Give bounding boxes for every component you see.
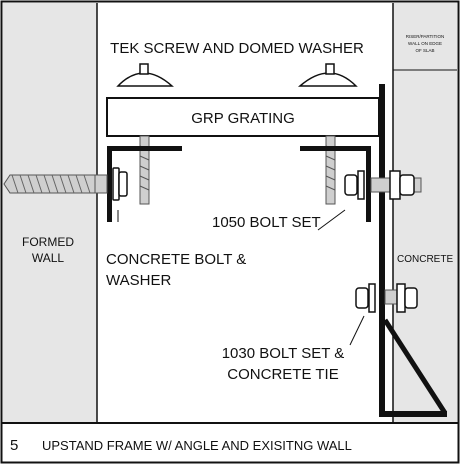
- label-riser-note-line2: WALL ON EDGE: [408, 41, 442, 46]
- label-riser-note-line3: OF SLAB: [415, 48, 434, 53]
- label-bolt-1030-line1: 1030 BOLT SET &: [222, 345, 345, 362]
- label-concrete-right: CONCRETE: [397, 254, 453, 265]
- label-bolt-1050: 1050 BOLT SET: [212, 214, 321, 231]
- grp-grating: [106, 97, 380, 137]
- left-steel-angle: [107, 146, 182, 222]
- leader-1030: [349, 315, 365, 346]
- formed-wall: [3, 3, 97, 423]
- label-bolt-1030-line2: CONCRETE TIE: [227, 366, 338, 383]
- label-riser-note-line1: RISER/PARTITION: [406, 34, 445, 39]
- label-tek-screw: TEK SCREW AND DOMED WASHER: [110, 40, 364, 57]
- label-formed-wall-line1: FORMED: [22, 235, 74, 249]
- domed-washer-right: [297, 63, 358, 87]
- label-concrete-bolt-line1: CONCRETE BOLT &: [106, 251, 246, 268]
- detail-caption: UPSTAND FRAME W/ ANGLE AND EXISITNG WALL: [42, 438, 352, 453]
- upstand-frame: [379, 84, 448, 417]
- domed-washer-left: [116, 63, 174, 87]
- bolt-set-1050: [344, 170, 422, 200]
- right-steel-angle: [300, 146, 371, 222]
- label-concrete-bolt-line2: WASHER: [106, 272, 171, 289]
- concrete-bolt: [3, 167, 128, 201]
- detail-number: 5: [10, 437, 18, 454]
- leader-1050: [317, 209, 346, 231]
- concrete-wall-right: [393, 3, 457, 423]
- label-formed-wall-line2: WALL: [32, 251, 65, 265]
- label-grp-grating: GRP GRATING: [191, 110, 295, 127]
- bolt-set-1030: [355, 283, 418, 313]
